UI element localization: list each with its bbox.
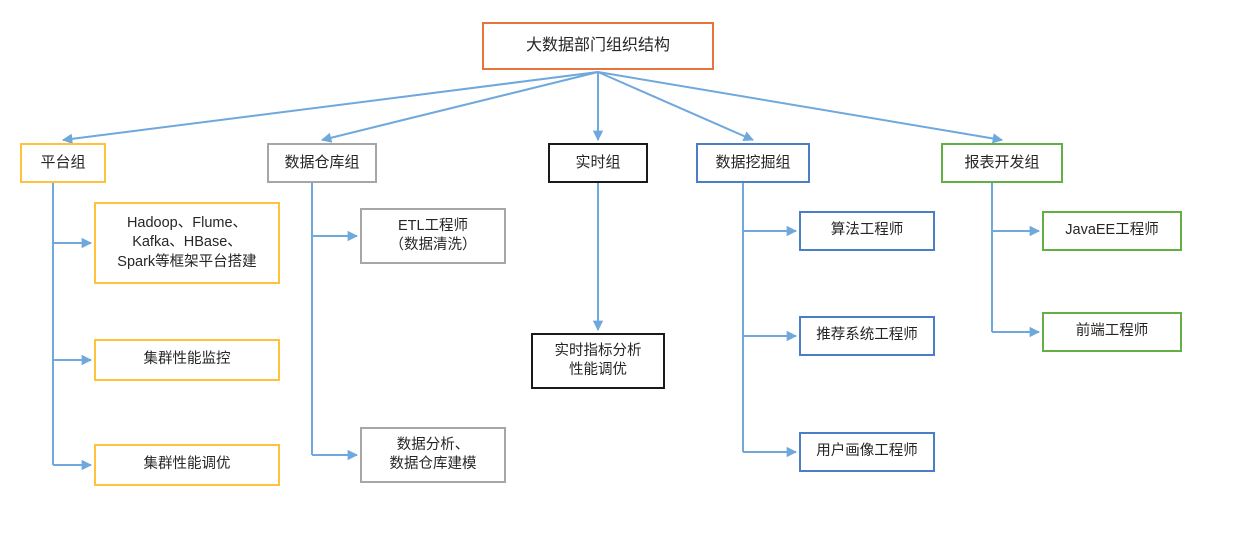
group-node-realtime-label: 实时组 — [575, 154, 621, 172]
edge-title-to-platform — [61, 71, 599, 144]
child-node-realtime-0[interactable]: 实时指标分析 性能调优 — [531, 333, 665, 389]
child-node-platform-2[interactable]: 集群性能调优 — [94, 444, 280, 486]
edge-title-to-warehouse — [320, 71, 599, 143]
group-node-platform-label: 平台组 — [40, 154, 86, 172]
child-node-mining-2-label: 用户画像工程师 — [816, 443, 918, 460]
child-node-report-0-label: JavaEE工程师 — [1065, 222, 1159, 239]
group-node-warehouse[interactable]: 数据仓库组 — [267, 143, 377, 183]
child-node-warehouse-1-label: 数据分析、 数据仓库建模 — [389, 436, 477, 472]
child-node-mining-1[interactable]: 推荐系统工程师 — [799, 316, 935, 356]
child-node-warehouse-1[interactable]: 数据分析、 数据仓库建模 — [360, 427, 506, 483]
child-node-platform-1[interactable]: 集群性能监控 — [94, 339, 280, 381]
child-node-warehouse-0-label: ETL工程师 （数据清洗） — [389, 217, 477, 253]
child-node-platform-2-label: 集群性能调优 — [143, 456, 231, 473]
child-node-platform-0-label: Hadoop、Flume、 Kafka、HBase、 Spark等框架平台搭建 — [117, 215, 257, 270]
title-node-label: 大数据部门组织结构 — [525, 37, 670, 55]
child-node-mining-0[interactable]: 算法工程师 — [799, 211, 935, 251]
child-node-report-0[interactable]: JavaEE工程师 — [1042, 211, 1182, 251]
title-node[interactable]: 大数据部门组织结构 — [482, 22, 714, 70]
child-node-realtime-0-label: 实时指标分析 性能调优 — [554, 342, 642, 378]
child-node-platform-1-label: 集群性能监控 — [143, 351, 231, 368]
group-node-realtime[interactable]: 实时组 — [548, 143, 648, 183]
group-node-platform[interactable]: 平台组 — [20, 143, 106, 183]
edge-title-to-mining — [597, 71, 754, 142]
group-node-mining-label: 数据挖掘组 — [715, 154, 791, 172]
group-node-report-label: 报表开发组 — [964, 154, 1040, 172]
child-node-platform-0[interactable]: Hadoop、Flume、 Kafka、HBase、 Spark等框架平台搭建 — [94, 202, 280, 284]
group-node-report[interactable]: 报表开发组 — [941, 143, 1063, 183]
child-node-mining-2[interactable]: 用户画像工程师 — [799, 432, 935, 472]
child-node-report-1[interactable]: 前端工程师 — [1042, 312, 1182, 352]
edge-title-to-report — [597, 71, 1004, 144]
group-node-mining[interactable]: 数据挖掘组 — [696, 143, 810, 183]
child-node-mining-0-label: 算法工程师 — [830, 222, 904, 239]
child-node-mining-1-label: 推荐系统工程师 — [816, 327, 918, 344]
child-node-warehouse-0[interactable]: ETL工程师 （数据清洗） — [360, 208, 506, 264]
group-node-warehouse-label: 数据仓库组 — [284, 154, 360, 172]
child-node-report-1-label: 前端工程师 — [1075, 323, 1149, 340]
